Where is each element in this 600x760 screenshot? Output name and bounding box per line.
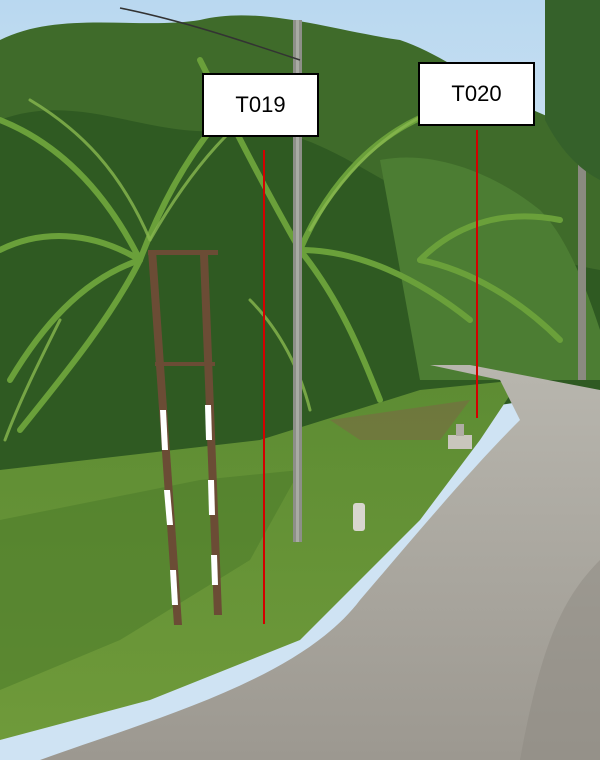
label-t020-text: T020 (451, 81, 502, 106)
tree-trunk (578, 0, 586, 380)
marker-line-t019 (263, 150, 265, 624)
sign-post-frame (148, 250, 222, 625)
roadside-marker (353, 503, 365, 531)
palm-fronds (0, 57, 563, 433)
label-t020: T020 (418, 62, 535, 126)
label-t019-text: T019 (235, 92, 286, 117)
road (40, 365, 600, 760)
marker-line-t020 (476, 130, 478, 418)
grass-verge (0, 380, 520, 740)
label-t019: T019 (202, 73, 319, 137)
